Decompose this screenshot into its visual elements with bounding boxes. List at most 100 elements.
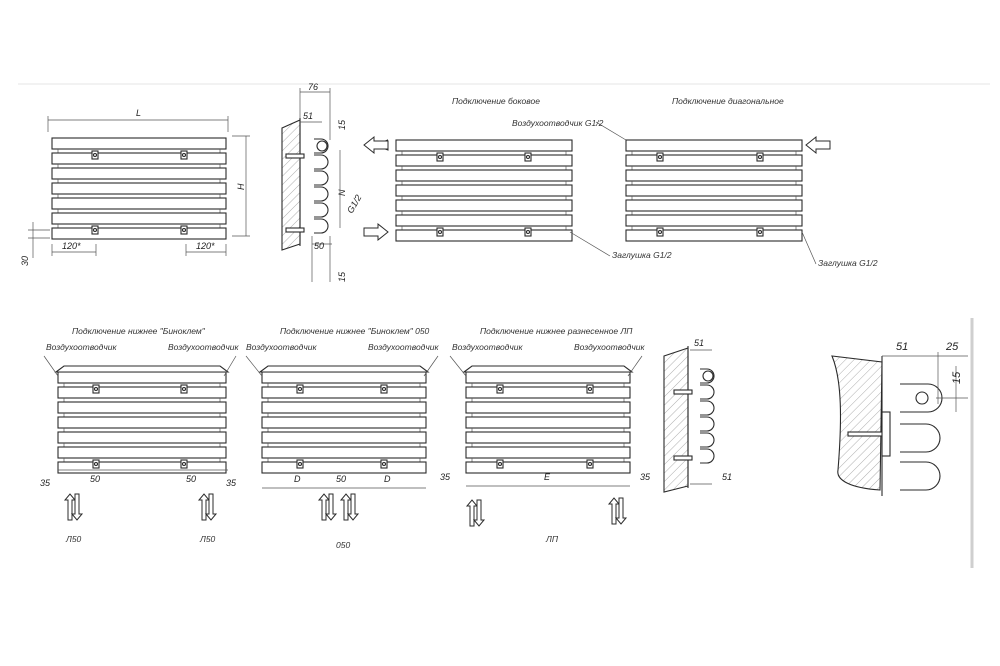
dim-76: 76 bbox=[308, 82, 318, 92]
radiator-tube bbox=[465, 431, 631, 444]
radiator-tube bbox=[395, 154, 573, 167]
radiator-tube bbox=[625, 139, 803, 152]
dim-120-right: 120* bbox=[196, 241, 215, 251]
dim-35-c: 35 bbox=[440, 472, 451, 482]
tube-profile bbox=[314, 186, 329, 202]
bottom-split-view: Подключение нижнее разнесенное ЛП Воздух… bbox=[440, 326, 651, 544]
title-lower2: Подключение нижнее "Биноклем" 050 bbox=[280, 326, 430, 336]
mount-bracket bbox=[92, 384, 100, 394]
dim-15-bottom: 15 bbox=[337, 271, 347, 282]
arrow-up-icon bbox=[317, 493, 331, 521]
code-lp: ЛП bbox=[545, 534, 559, 544]
bracket-bolt bbox=[381, 386, 387, 392]
dim-d-left: D bbox=[294, 474, 301, 484]
dim-d-right: D bbox=[384, 474, 391, 484]
tube-profile bbox=[314, 154, 329, 170]
arrow-left-icon bbox=[363, 135, 389, 155]
bracket-bolt bbox=[587, 461, 593, 467]
dim-51: 51 bbox=[303, 111, 313, 121]
arrow-down-icon bbox=[70, 493, 84, 521]
wall-anchor bbox=[285, 227, 305, 233]
air-vent-right-3: Воздухоотводчик bbox=[574, 342, 646, 352]
air-vent-left-1: Воздухоотводчик bbox=[46, 342, 118, 352]
wall-anchor bbox=[285, 153, 305, 159]
tube-profile bbox=[700, 432, 715, 448]
dim-n: N bbox=[337, 189, 347, 196]
bracket-bolt bbox=[181, 461, 187, 467]
mount-bracket bbox=[524, 152, 532, 162]
side-section-view: 76 51 15 N G1/2 50 15 bbox=[281, 82, 363, 282]
bracket-bolt bbox=[757, 154, 763, 160]
mount-bracket bbox=[524, 227, 532, 237]
tube-profile bbox=[700, 384, 715, 400]
vent-circle bbox=[915, 391, 929, 405]
bracket-bolt bbox=[657, 154, 663, 160]
arrow-up-icon bbox=[63, 493, 77, 521]
dim-35-a: 35 bbox=[40, 478, 51, 488]
bottom-binocular-view: Подключение нижнее "Биноклем" Воздухоотв… bbox=[40, 326, 240, 544]
tube-profile bbox=[700, 400, 715, 416]
wall-anchor bbox=[847, 431, 885, 437]
mount-bracket bbox=[756, 227, 764, 237]
tube-profile bbox=[700, 368, 715, 384]
radiator-tube bbox=[261, 431, 427, 444]
mount-bracket bbox=[91, 150, 99, 160]
bracket-bolt bbox=[92, 227, 98, 233]
mount-bracket bbox=[496, 459, 504, 469]
wall-anchor bbox=[673, 389, 693, 395]
radiator-tube bbox=[625, 154, 803, 167]
radiator-tube bbox=[57, 401, 227, 414]
radiator-tube bbox=[261, 416, 427, 429]
mount-bracket bbox=[180, 384, 188, 394]
arrow-up-icon bbox=[607, 497, 621, 525]
bracket-bolt bbox=[587, 386, 593, 392]
radiator-tube bbox=[395, 214, 573, 227]
vent-circle bbox=[702, 370, 714, 382]
bracket-bolt bbox=[525, 229, 531, 235]
radiator-tube bbox=[57, 461, 227, 474]
arrow-up-icon bbox=[197, 493, 211, 521]
leader-line bbox=[627, 355, 643, 377]
radiator-tube bbox=[57, 416, 227, 429]
bracket-bolt bbox=[297, 461, 303, 467]
air-vent-left-2: Воздухоотводчик bbox=[246, 342, 318, 352]
mount-bracket bbox=[180, 459, 188, 469]
leader-line bbox=[43, 355, 59, 377]
radiator-tube bbox=[625, 169, 803, 182]
arrow-down-icon bbox=[204, 493, 218, 521]
mount-bracket bbox=[586, 459, 594, 469]
bracket-bolt bbox=[93, 461, 99, 467]
dim-120-left: 120* bbox=[62, 241, 81, 251]
dim-51-small-top: 51 bbox=[694, 338, 704, 348]
tube-profile bbox=[900, 461, 941, 491]
thread-g12: G1/2 bbox=[345, 193, 363, 215]
radiator-tube bbox=[465, 401, 631, 414]
bracket-bolt bbox=[497, 461, 503, 467]
air-vent-label-side: Воздухоотводчик G1/2 bbox=[512, 118, 604, 128]
dim-e: E bbox=[544, 472, 551, 482]
title-side: Подключение боковое bbox=[452, 96, 540, 106]
bracket-bolt bbox=[92, 152, 98, 158]
radiator-tube bbox=[51, 212, 227, 225]
radiator-tube bbox=[395, 199, 573, 212]
dim-51-detail: 51 bbox=[896, 341, 908, 353]
radiator-tube bbox=[261, 401, 427, 414]
radiator-tube bbox=[395, 229, 573, 242]
dim-50-c: 50 bbox=[336, 474, 346, 484]
tube-profile bbox=[700, 416, 715, 432]
radiator-tube bbox=[57, 386, 227, 399]
tube-profile bbox=[314, 218, 329, 234]
radiator-tube bbox=[465, 461, 631, 474]
mount-bracket bbox=[180, 225, 188, 235]
radiator-tube bbox=[51, 152, 227, 165]
tube-profile bbox=[314, 138, 329, 154]
dim-51-small-bottom: 51 bbox=[722, 472, 732, 482]
dim-h: H bbox=[236, 183, 246, 190]
leader-line bbox=[223, 355, 237, 377]
tube-profile bbox=[314, 170, 329, 186]
arrow-down-icon bbox=[346, 493, 360, 521]
dim-50-b: 50 bbox=[186, 474, 196, 484]
radiator-tube bbox=[465, 416, 631, 429]
